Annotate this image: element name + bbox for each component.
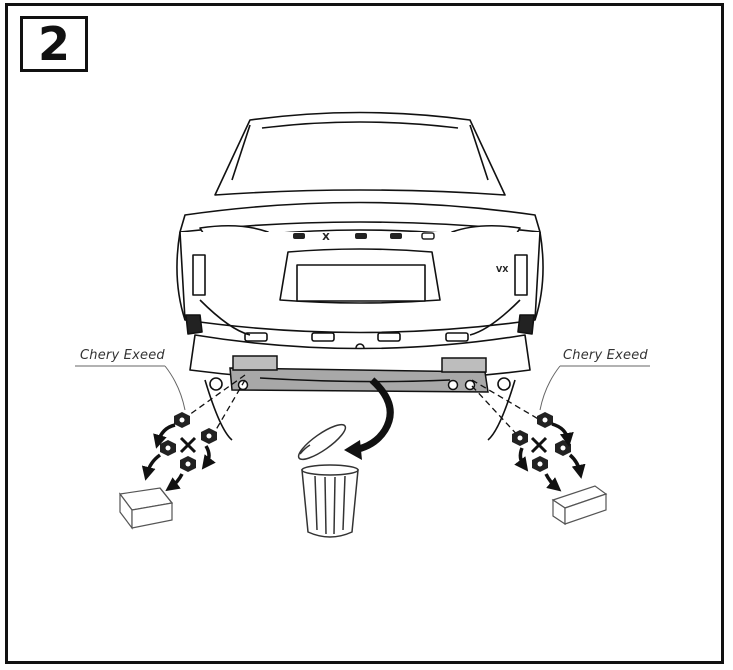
page-frame [5,3,724,664]
vehicle-label-right: Chery Exeed [563,348,648,363]
step-number-box: 2 [20,16,88,72]
right-label-leader [539,365,650,411]
svg-text:VX: VX [496,265,509,274]
parts-box-icon [551,485,608,526]
step-number: 2 [37,17,70,71]
nut-icon [555,440,571,456]
curved-arrow-icon [344,377,394,460]
remove-arrow-icon [514,422,586,492]
nut-icon [160,440,176,456]
nut-icon [532,456,548,472]
nut-icon [537,412,553,428]
rear-badge: X [293,232,435,243]
model-badge: VX [496,265,509,274]
parts-box-icon [118,487,174,530]
vehicle-label-left: Chery Exeed [80,348,165,363]
cross-mark-icon [530,436,548,454]
right-nuts [512,412,571,472]
nut-icon [174,412,190,428]
left-label-leader [75,365,186,411]
nut-icon [180,456,196,472]
vehicle-body [176,111,544,441]
cross-mark-icon [179,436,197,454]
nut-icon [512,430,528,446]
svg-text:X: X [322,232,330,243]
trash-can-icon [297,423,359,538]
remove-arrow-icon [141,423,216,492]
bumper-beam-icon [229,355,489,393]
nut-icon [201,428,217,444]
bolt-axes [181,374,541,441]
